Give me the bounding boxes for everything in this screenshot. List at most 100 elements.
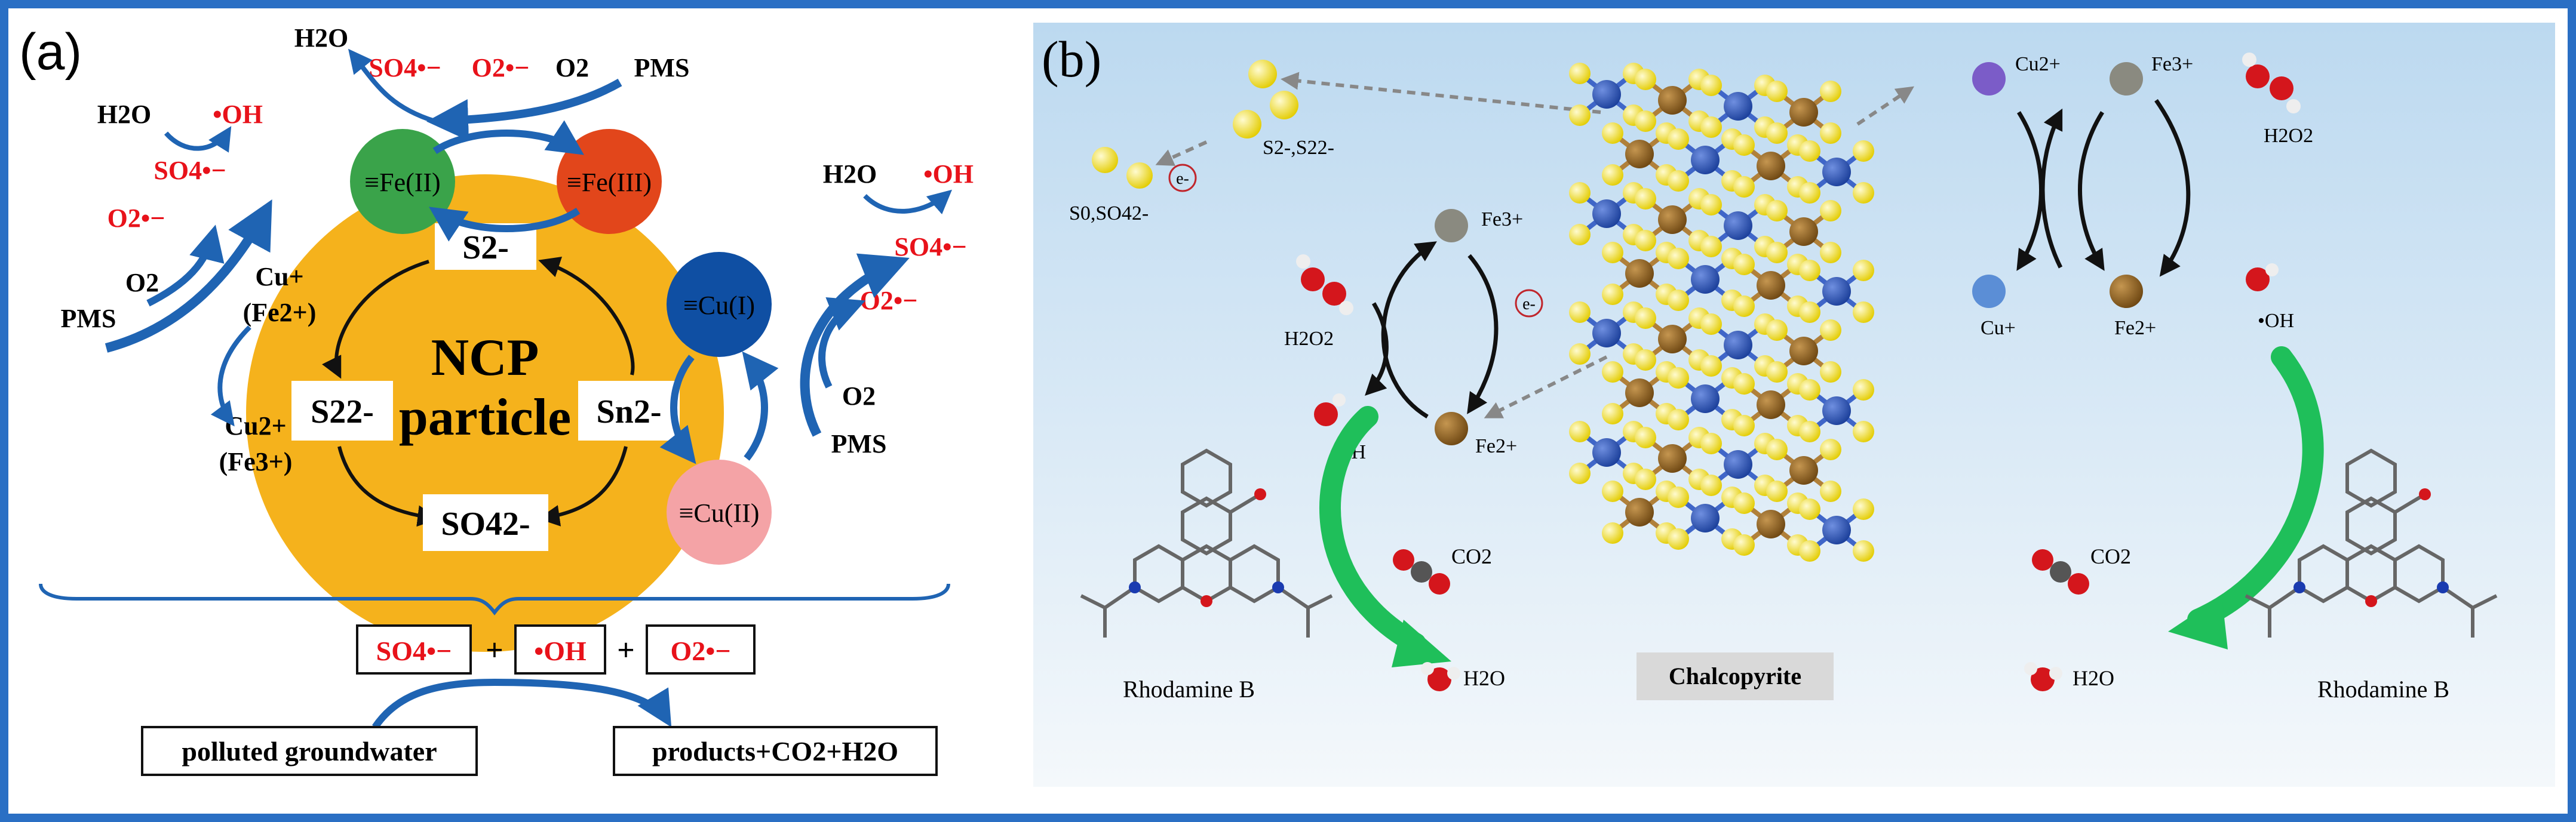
panel-b-label: (b) bbox=[1042, 30, 1101, 88]
atom-o bbox=[1301, 267, 1325, 291]
lattice-sulfur-atom bbox=[1569, 463, 1591, 484]
lattice-sulfur-atom bbox=[1766, 122, 1788, 144]
lattice-sulfur-atom bbox=[1602, 361, 1623, 383]
electron-label-2: e- bbox=[1522, 295, 1536, 313]
lattice-iron-atom bbox=[1789, 217, 1818, 246]
lattice-copper-atom bbox=[1724, 211, 1752, 240]
top-so4-radical: SO4•− bbox=[369, 53, 441, 82]
right-arrow-o2 bbox=[818, 297, 866, 389]
label-fe2: ≡Fe(II) bbox=[364, 168, 440, 197]
left-o2: O2 bbox=[125, 268, 159, 297]
right-degradation-arrowhead bbox=[2168, 596, 2228, 649]
lattice-sulfur-atom bbox=[1799, 301, 1820, 323]
lattice-sulfur-atom bbox=[1820, 439, 1841, 460]
left-fe-reduction-arrow bbox=[1467, 254, 1499, 414]
lattice-sulfur-atom bbox=[1635, 188, 1656, 210]
lattice-sulfur-atom bbox=[1853, 140, 1874, 162]
lattice-sulfur-atom bbox=[1700, 313, 1722, 335]
atom-s bbox=[1270, 91, 1298, 119]
right-so4-radical: SO4•− bbox=[894, 232, 966, 261]
chalcopyrite-lattice bbox=[1569, 63, 1874, 562]
lattice-sulfur-atom bbox=[1733, 134, 1755, 156]
lattice-sulfur-atom bbox=[1635, 69, 1656, 90]
lattice-sulfur-atom bbox=[1569, 224, 1591, 245]
lattice-copper-atom bbox=[1691, 384, 1720, 413]
summary-plus-2: + bbox=[617, 633, 635, 667]
atom-h bbox=[2265, 263, 2279, 276]
lattice-iron-atom bbox=[1625, 498, 1654, 527]
top-o2: O2 bbox=[555, 53, 589, 82]
lattice-sulfur-atom bbox=[1799, 498, 1820, 520]
right-fe3: Fe3+ bbox=[2151, 53, 2193, 75]
lattice-sulfur-atom bbox=[1733, 373, 1755, 395]
atom-fe2-right bbox=[2110, 275, 2143, 308]
summary-brace bbox=[39, 583, 950, 615]
left-pms: PMS bbox=[61, 304, 116, 333]
lattice-sulfur-atom bbox=[1820, 242, 1841, 263]
lattice-sulfur-atom bbox=[1700, 194, 1722, 215]
label-fe3: ≡Fe(III) bbox=[567, 168, 652, 197]
atom-o bbox=[2246, 64, 2270, 88]
lattice-sulfur-atom bbox=[1602, 481, 1623, 502]
cu-redox-arrow-right bbox=[742, 351, 779, 461]
lattice-sulfur-atom bbox=[1700, 355, 1722, 377]
atom-n bbox=[1129, 581, 1141, 593]
lattice-sulfur-atom bbox=[1766, 242, 1788, 263]
lattice-iron-atom bbox=[1625, 378, 1654, 407]
right-cu1: Cu+ bbox=[1981, 317, 2016, 339]
right-co2: CO2 bbox=[2090, 544, 2131, 568]
lattice-copper-atom bbox=[1691, 265, 1720, 294]
lattice-sulfur-atom bbox=[1799, 182, 1820, 204]
lattice-iron-atom bbox=[1789, 337, 1818, 365]
lattice-iron-atom bbox=[1658, 86, 1687, 115]
label-cu1: ≡Cu(I) bbox=[683, 291, 755, 320]
lattice-sulfur-atom bbox=[1853, 301, 1874, 323]
lattice-sulfur-atom bbox=[1799, 421, 1820, 442]
summary-arrow bbox=[372, 678, 672, 729]
top-h2o: H2O bbox=[294, 23, 348, 53]
atom-o bbox=[2419, 488, 2431, 500]
left-h2o: H2O bbox=[1463, 666, 1505, 690]
site-cu2 bbox=[667, 460, 772, 565]
right-arrow-oh bbox=[863, 189, 953, 215]
summary-oh: •OH bbox=[534, 636, 587, 666]
lattice-sulfur-atom bbox=[1668, 290, 1689, 311]
fe-redox-arrow-top bbox=[432, 120, 584, 155]
atom-h bbox=[2242, 53, 2256, 67]
atom-fe2-left bbox=[1435, 412, 1468, 445]
lattice-sulfur-atom bbox=[1602, 242, 1623, 263]
atom-fe3-right bbox=[2110, 62, 2143, 96]
cycle-arrow-s2-to-s22 bbox=[322, 260, 429, 379]
atom-o bbox=[1429, 573, 1450, 595]
lattice-sulfur-atom bbox=[1799, 140, 1820, 162]
left-arrow-o2 bbox=[146, 224, 225, 307]
right-pms: PMS bbox=[831, 429, 887, 458]
lattice-copper-atom bbox=[1822, 396, 1851, 425]
left-cu2-plus: Cu2+ bbox=[225, 411, 286, 441]
label-polluted-groundwater: polluted groundwater bbox=[182, 736, 437, 766]
atom-s bbox=[1233, 110, 1261, 138]
right-cu2: Cu2+ bbox=[2015, 53, 2061, 75]
atom-n bbox=[2437, 581, 2449, 593]
left-degradation-arrowhead bbox=[1392, 620, 1451, 667]
box-so4 bbox=[423, 494, 548, 551]
lattice-sulfur-atom bbox=[1820, 122, 1841, 144]
electron-marker bbox=[1515, 289, 1543, 318]
lattice-iron-atom bbox=[1658, 444, 1687, 473]
atom-cu2 bbox=[1972, 62, 2006, 96]
lattice-sulfur-atom bbox=[1799, 379, 1820, 401]
lattice-sulfur-atom bbox=[1700, 433, 1722, 454]
lattice-sulfur-atom bbox=[1668, 248, 1689, 269]
atom-c bbox=[1411, 561, 1432, 583]
lattice-sulfur-atom bbox=[1700, 116, 1722, 138]
right-h2o2: H2O2 bbox=[2264, 125, 2313, 147]
lattice-sulfur-atom bbox=[1635, 469, 1656, 490]
right-h2o: H2O bbox=[823, 159, 877, 189]
site-fe2 bbox=[350, 129, 455, 234]
atom-o bbox=[1322, 282, 1346, 306]
cycle-arrow-s22-to-so4 bbox=[337, 446, 440, 527]
lattice-sulfur-atom bbox=[1635, 110, 1656, 132]
lattice-sulfur-atom bbox=[1853, 182, 1874, 204]
lattice-sulfur-atom bbox=[1733, 415, 1755, 436]
atom-h bbox=[2024, 662, 2037, 675]
